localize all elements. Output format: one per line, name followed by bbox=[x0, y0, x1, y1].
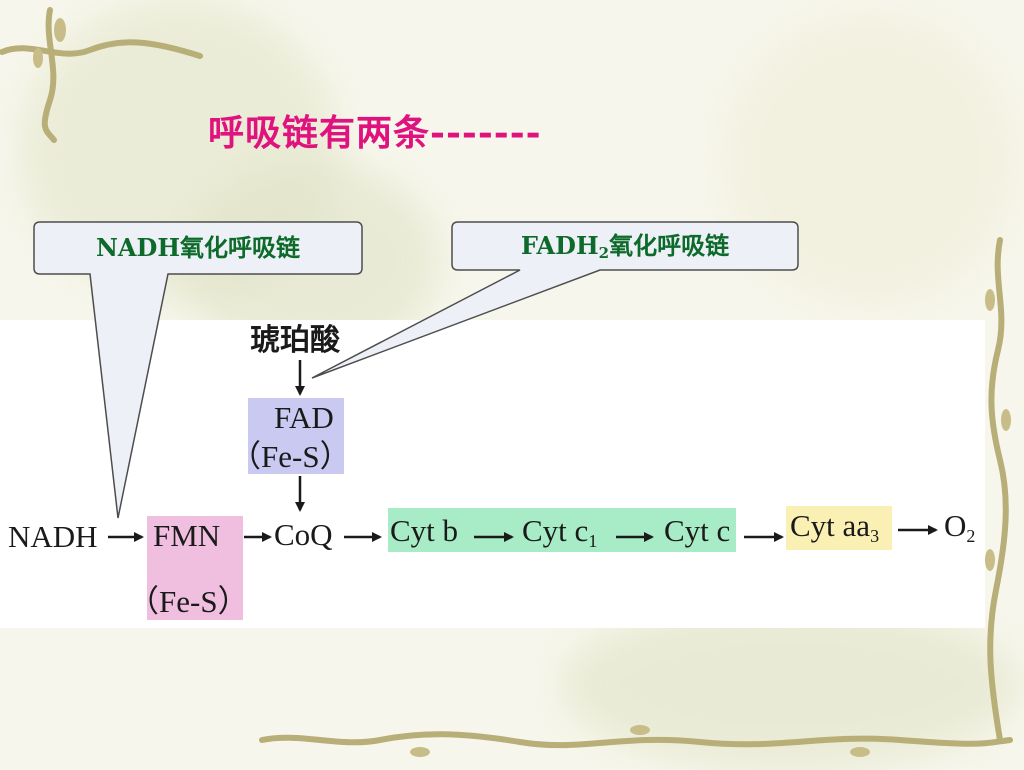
cyt-c-label: Cyt c bbox=[664, 513, 731, 548]
fadh2-callout-bubble bbox=[311, 221, 799, 379]
o2-sub: 2 bbox=[966, 526, 976, 546]
slide-title: 呼吸链有两条------- bbox=[208, 112, 542, 154]
o2-main: O bbox=[944, 508, 967, 543]
fadh2-label-post: 氧化呼吸链 bbox=[609, 231, 730, 260]
fadh2-label-pre: FADH bbox=[520, 231, 599, 260]
fmn-fes-label: （Fe-S） bbox=[128, 584, 249, 619]
cytochrome-bc-box bbox=[388, 508, 736, 552]
fad-label: FAD bbox=[274, 400, 334, 435]
fad-box bbox=[248, 398, 344, 474]
cyt-aa3-box bbox=[786, 506, 892, 550]
fmn-box bbox=[147, 516, 243, 620]
fadh2-label-sub: 2 bbox=[598, 244, 610, 262]
coq-label: CoQ bbox=[274, 517, 333, 552]
cyt-aa3-label: Cyt aa3 bbox=[790, 508, 879, 545]
nadh-label: NADH bbox=[8, 519, 98, 554]
cyt-c1-label: Cyt c1 bbox=[522, 513, 597, 550]
cyt-c1-main: Cyt c bbox=[522, 513, 589, 548]
fadh2-callout-label: FADH2氧化呼吸链 bbox=[452, 234, 798, 261]
fad-fes-label: （Fe-S） bbox=[230, 439, 351, 474]
cyt-c1-sub: 1 bbox=[588, 531, 598, 551]
cyt-b-label: Cyt b bbox=[390, 513, 459, 548]
o2-label: O2 bbox=[944, 508, 975, 545]
fmn-label: FMN bbox=[153, 518, 221, 553]
succinate-label: 琥珀酸 bbox=[250, 323, 340, 358]
nadh-callout-label: NADH氧化呼吸链 bbox=[95, 233, 301, 262]
nadh-callout-bubble bbox=[33, 221, 363, 519]
cyt-aa3-main: Cyt aa bbox=[790, 508, 871, 543]
cyt-aa3-sub: 3 bbox=[870, 526, 880, 546]
